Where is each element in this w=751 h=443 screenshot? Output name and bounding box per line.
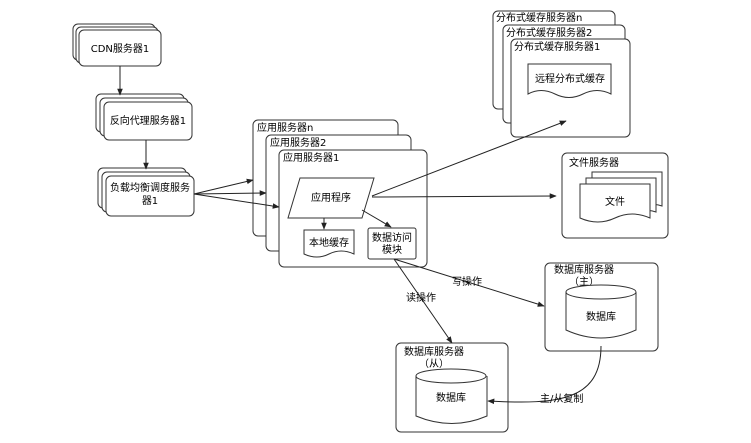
edge-lb-to-app-1	[193, 193, 280, 209]
application-program-shape	[287, 177, 375, 219]
application-program-label: 应用程序	[311, 191, 351, 204]
edge-lb-to-app-n	[193, 178, 254, 195]
slave-db-label-line1: 数据库服务器	[404, 345, 464, 358]
master-db-inner-label: 数据库	[586, 310, 616, 323]
cdn-server-stack: CDN服务器1	[72, 23, 162, 67]
app-server-2-label: 应用服务器2	[270, 136, 326, 149]
cache-server-2-label: 分布式缓存服务器2	[506, 26, 592, 39]
app-server-n-label: 应用服务器n	[257, 121, 313, 134]
load-balancer-label-line2: 器1	[142, 195, 158, 207]
local-cache-shape	[303, 229, 355, 258]
edge-app-to-file	[371, 193, 557, 199]
data-access-label-line1: 数据访问	[372, 231, 412, 244]
application-server-stack: 应用服务器n 应用服务器2 应用服务器1 应用程序 本地缓存 数据访问 模块	[252, 119, 428, 268]
read-operation-label: 读操作	[406, 291, 436, 304]
edge-lb-to-app-2	[193, 190, 267, 196]
slave-db-cylinder	[415, 376, 488, 424]
edge-read	[393, 258, 453, 344]
file-server: 文件服务器 文件	[561, 152, 669, 239]
edge-program-to-data-access	[361, 209, 392, 228]
app-server-1-label: 应用服务器1	[283, 151, 339, 164]
master-db-label-line1: 数据库服务器	[554, 263, 614, 276]
data-access-label-line2: 模块	[382, 244, 402, 256]
load-balancer-stack: 负载均衡调度服务 器1	[97, 167, 195, 217]
edge-app-to-cache	[371, 120, 567, 197]
file-label: 文件	[605, 195, 625, 208]
cache-server-1-label: 分布式缓存服务器1	[514, 40, 600, 53]
file-document-shape	[579, 183, 651, 223]
slave-db-label-line2: （从）	[419, 358, 449, 370]
slave-db-server: 数据库服务器 （从） 数据库	[395, 342, 509, 433]
distributed-cache-stack: 分布式缓存服务器n 分布式缓存服务器2 分布式缓存服务器1 远程分布式缓存	[492, 10, 631, 138]
connectors	[117, 66, 602, 405]
local-cache-label: 本地缓存	[309, 236, 349, 249]
replication-label: 主/从复制	[540, 392, 583, 405]
cdn-server-label: CDN服务器1	[91, 42, 150, 55]
reverse-proxy-label: 反向代理服务器1	[110, 114, 186, 127]
edge-replication	[487, 345, 602, 405]
master-db-cylinder	[565, 292, 637, 339]
cache-server-n-label: 分布式缓存服务器n	[496, 11, 582, 24]
reverse-proxy-stack: 反向代理服务器1	[95, 93, 193, 141]
remote-cache-label: 远程分布式缓存	[535, 72, 605, 85]
data-access-module-box	[367, 227, 417, 260]
file-server-label: 文件服务器	[569, 156, 619, 169]
write-operation-label: 写操作	[452, 275, 482, 288]
slave-db-inner-label: 数据库	[436, 391, 466, 404]
remote-cache-shape	[527, 63, 612, 98]
master-db-server: 数据库服务器 （主） 数据库	[544, 262, 659, 352]
edge-write	[393, 258, 545, 307]
load-balancer-label-line1: 负载均衡调度服务	[110, 181, 190, 194]
